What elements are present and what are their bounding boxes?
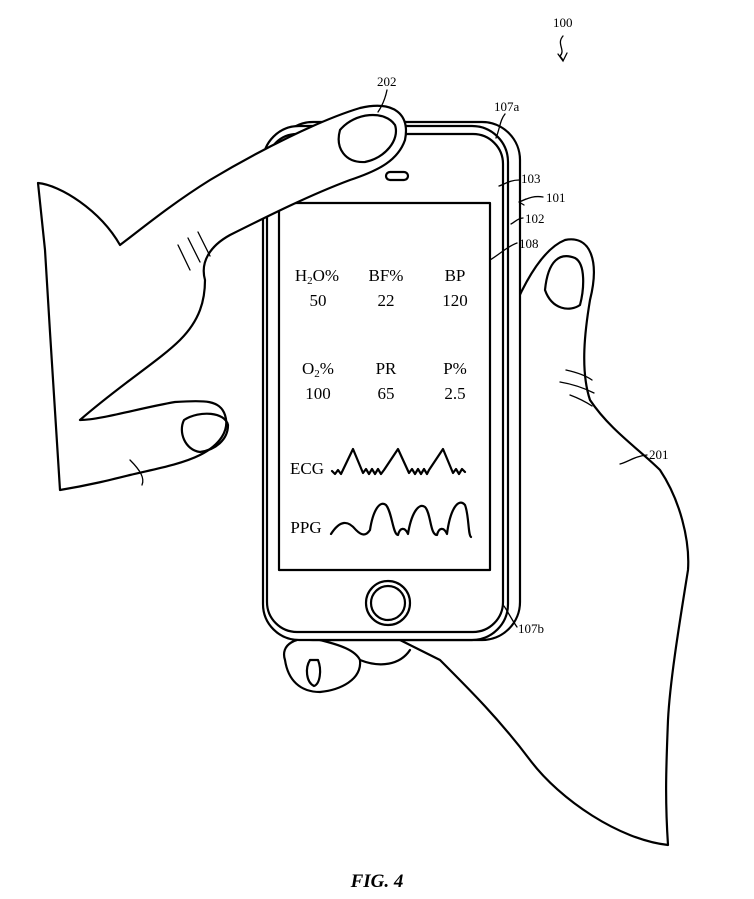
ref-202: 202 (377, 74, 397, 89)
ref-201: 201 (649, 447, 669, 462)
phone (261, 120, 522, 642)
metric-p-value: 2.5 (444, 384, 465, 403)
metric-bp-value: 120 (442, 291, 468, 310)
screen-metrics: H2O% 50 BF% 22 BP 120 O2% 100 PR 65 P% 2… (290, 266, 468, 537)
speaker-slot (384, 170, 410, 182)
metric-h2o-value: 50 (310, 291, 327, 310)
metric-bf-value: 22 (378, 291, 395, 310)
left-hand (36, 104, 407, 492)
ref-107b: 107b (518, 621, 544, 636)
ecg-label: ECG (290, 459, 324, 478)
metric-p-label: P% (443, 359, 467, 378)
metric-pr-value: 65 (378, 384, 395, 403)
metric-pr-label: PR (376, 359, 397, 378)
ref-108: 108 (519, 236, 539, 251)
figure-caption: FIG. 4 (350, 871, 404, 892)
ecg-waveform (330, 447, 467, 476)
right-hand (282, 238, 690, 847)
ref-107a: 107a (494, 99, 520, 114)
ref-103: 103 (521, 171, 541, 186)
metric-h2o-label: H2O% (295, 266, 339, 287)
metric-o2-label: O2% (302, 359, 334, 380)
display-108 (277, 201, 492, 572)
metric-bp-label: BP (445, 266, 466, 285)
ref-100: 100 (553, 15, 573, 30)
ref-102: 102 (525, 211, 545, 226)
ppg-waveform (329, 501, 473, 539)
metric-bf-label: BF% (369, 266, 404, 285)
leader-lines (377, 35, 648, 628)
reference-numerals: 100 202 107a 103 101 102 108 201 107b (377, 15, 669, 636)
ppg-label: PPG (290, 518, 321, 537)
ref-101: 101 (546, 190, 566, 205)
home-button[interactable] (364, 579, 412, 627)
metric-o2-value: 100 (305, 384, 331, 403)
